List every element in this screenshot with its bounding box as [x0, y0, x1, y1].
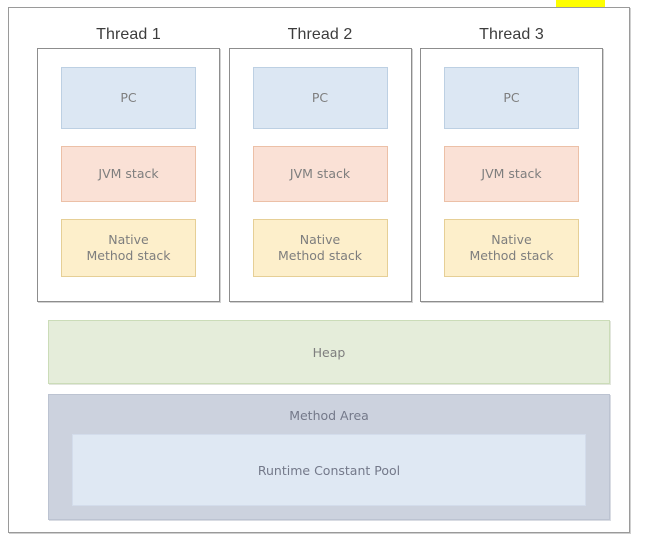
thread-box-2: PC JVM stack Native Method stack [228, 48, 412, 302]
jvm-memory-diagram-frame: Thread 1 PC JVM stack Native Method stac… [8, 7, 630, 533]
jvm-stack-block-thread-1: JVM stack [61, 146, 196, 202]
method-area-block: Method Area Runtime Constant Pool [48, 394, 610, 520]
thread-box-1: PC JVM stack Native Method stack [37, 48, 220, 302]
method-area-label: Method Area [289, 408, 369, 423]
jvm-stack-block-thread-2: JVM stack [252, 146, 388, 202]
thread-label-2: Thread 2 [287, 26, 353, 43]
thread-column-1: Thread 1 PC JVM stack Native Method stac… [37, 22, 220, 302]
thread-column-3: Thread 3 PC JVM stack Native Method stac… [420, 22, 603, 302]
native-method-stack-block-thread-3: Native Method stack [444, 219, 579, 277]
runtime-constant-pool-block: Runtime Constant Pool [72, 434, 586, 506]
heap-block: Heap [48, 320, 610, 384]
threads-row: Thread 1 PC JVM stack Native Method stac… [37, 22, 603, 302]
highlighter-mark [556, 0, 605, 7]
thread-column-2: Thread 2 PC JVM stack Native Method stac… [228, 22, 412, 302]
pc-block-thread-3: PC [444, 67, 579, 129]
thread-label-3: Thread 3 [479, 26, 544, 43]
thread-box-3: PC JVM stack Native Method stack [420, 48, 603, 302]
native-method-stack-block-thread-2: Native Method stack [252, 219, 388, 277]
pc-block-thread-2: PC [252, 67, 388, 129]
thread-label-1: Thread 1 [96, 26, 161, 43]
pc-block-thread-1: PC [61, 67, 196, 129]
native-method-stack-block-thread-1: Native Method stack [61, 219, 196, 277]
jvm-stack-block-thread-3: JVM stack [444, 146, 579, 202]
